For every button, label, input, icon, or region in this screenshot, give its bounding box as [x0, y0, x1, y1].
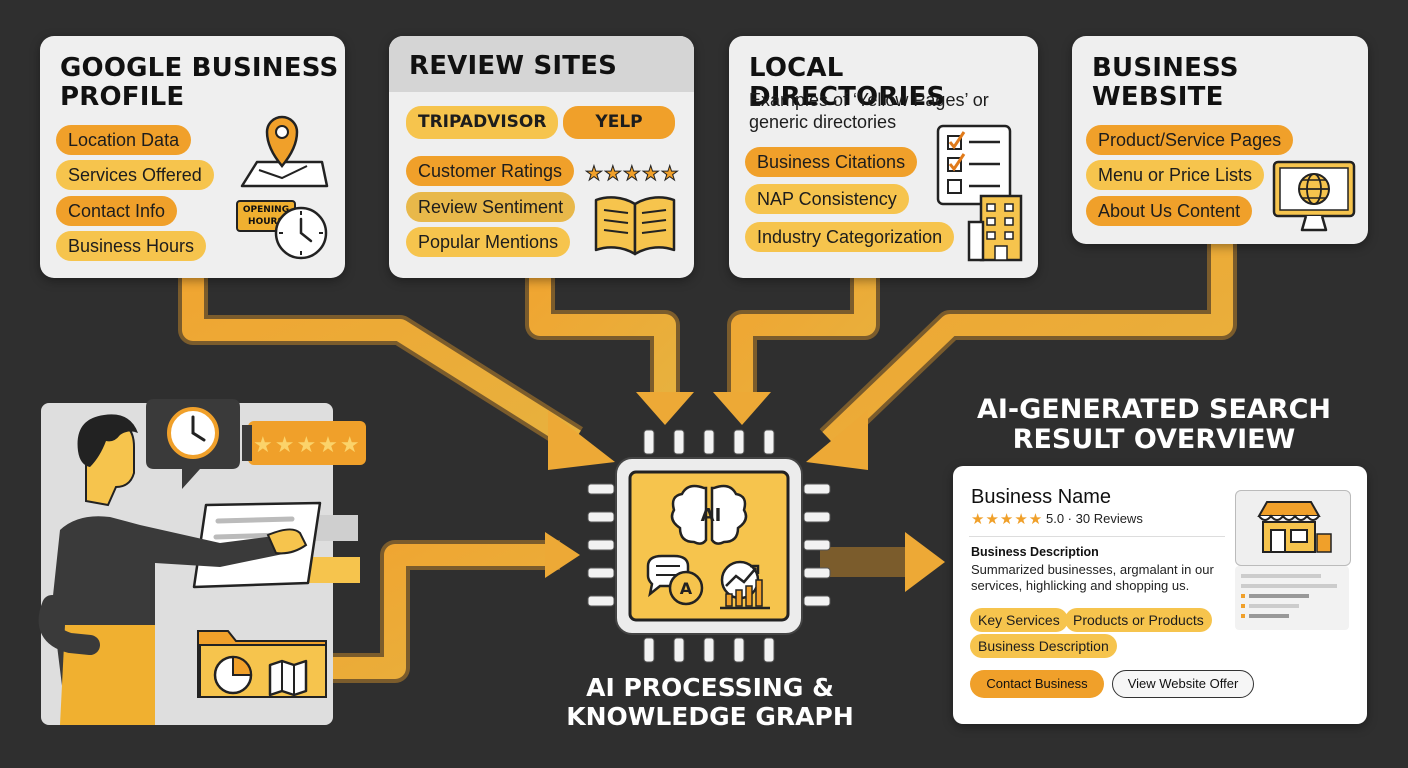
rating-stars: ★★★★★	[585, 163, 680, 186]
map-icon	[268, 659, 308, 697]
open-book-icon	[594, 196, 676, 256]
website-card-title: BUSINESS WEBSITE	[1092, 53, 1239, 112]
building-icon	[967, 194, 1023, 262]
tag-products[interactable]: Products or Products	[1065, 608, 1212, 632]
ai-processor-chip	[587, 429, 831, 663]
review-card-header	[389, 36, 694, 92]
business-name[interactable]: Business Name	[971, 486, 1112, 508]
google-card-title: GOOGLE BUSINESS PROFILE	[60, 53, 339, 112]
directories-subtitle: Examples of ‘Yellow Pages’ or generic di…	[749, 90, 989, 132]
review-sites-card: REVIEW SITES TRIPADVISOR YELP Customer R…	[389, 36, 694, 278]
google-business-profile-card: GOOGLE BUSINESS PROFILE Location Data Se…	[40, 36, 345, 278]
description-text: Summarized businesses, argmalant in our …	[971, 562, 1214, 593]
pill-services-offered: Services Offered	[56, 160, 214, 190]
pill-customer-ratings: Customer Ratings	[406, 156, 575, 186]
brain-icon	[670, 484, 748, 545]
clock-icon	[274, 206, 328, 260]
pill-business-hours: Business Hours	[56, 231, 207, 261]
arrow-google-to-ai	[182, 270, 581, 450]
pill-review-sentiment: Review Sentiment	[406, 192, 576, 222]
local-directories-card: LOCAL DIRECTORIES Examples of ‘Yellow Pa…	[729, 36, 1038, 278]
result-stars: ★★★★★	[971, 511, 1044, 528]
folder-icon	[197, 630, 327, 698]
result-rating: 5.0 · 30 Reviews	[1046, 511, 1143, 526]
pill-product-service-pages: Product/Service Pages	[1086, 125, 1294, 155]
brain-label: AI	[700, 505, 722, 526]
map-pin-icon	[240, 115, 329, 188]
chat-icon	[646, 554, 704, 606]
storefront-icon	[1257, 501, 1332, 553]
pill-about-us-content: About Us Content	[1086, 196, 1253, 226]
person-rating-stars: ★★★★★	[253, 432, 362, 457]
pill-business-citations: Business Citations	[745, 147, 918, 177]
person-illustration	[38, 399, 366, 725]
ai-processing-title: AI PROCESSING & KNOWLEDGE GRAPH	[566, 673, 854, 731]
tag-key-services[interactable]: Key Services	[970, 608, 1068, 632]
growth-chart-icon	[720, 560, 770, 610]
business-website-card: BUSINESS WEBSITE Product/Service Pages M…	[1072, 36, 1368, 244]
preview-lines	[1235, 566, 1349, 630]
result-divider	[969, 536, 1225, 537]
pill-location-data: Location Data	[56, 125, 192, 155]
arrow-user-to-ai	[330, 544, 560, 679]
pill-popular-mentions: Popular Mentions	[406, 227, 571, 257]
arrow-reviews-to-ai	[529, 270, 676, 395]
pill-nap-consistency: NAP Consistency	[745, 184, 909, 214]
tag-business-description[interactable]: Business Description	[970, 634, 1117, 658]
arrow-website-to-ai	[822, 240, 1233, 448]
badge-yelp: YELP	[563, 106, 675, 139]
view-website-button[interactable]: View Website Offer	[1112, 670, 1254, 698]
pill-menu-price-lists: Menu or Price Lists	[1086, 160, 1265, 190]
description-label: Business Description	[971, 545, 1099, 559]
badge-tripadvisor: TRIPADVISOR	[406, 106, 559, 139]
pill-contact-info: Contact Info	[56, 196, 178, 226]
chat-label: A	[679, 579, 693, 598]
search-result-card: Business Name ★★★★★ 5.0 · 30 Reviews Bus…	[953, 466, 1367, 724]
arrow-directories-to-ai	[731, 270, 876, 395]
search-result-heading: AI-GENERATED SEARCH RESULT OVERVIEW	[976, 394, 1332, 455]
rating-bubble	[248, 421, 366, 465]
contact-business-button[interactable]: Contact Business	[970, 670, 1104, 698]
globe-monitor-icon	[1272, 160, 1356, 232]
checklist-icon	[936, 124, 1012, 206]
review-card-title: REVIEW SITES	[409, 51, 618, 81]
directories-card-title: LOCAL DIRECTORIES	[749, 53, 946, 112]
pill-industry-categorization: Industry Categorization	[745, 222, 955, 252]
